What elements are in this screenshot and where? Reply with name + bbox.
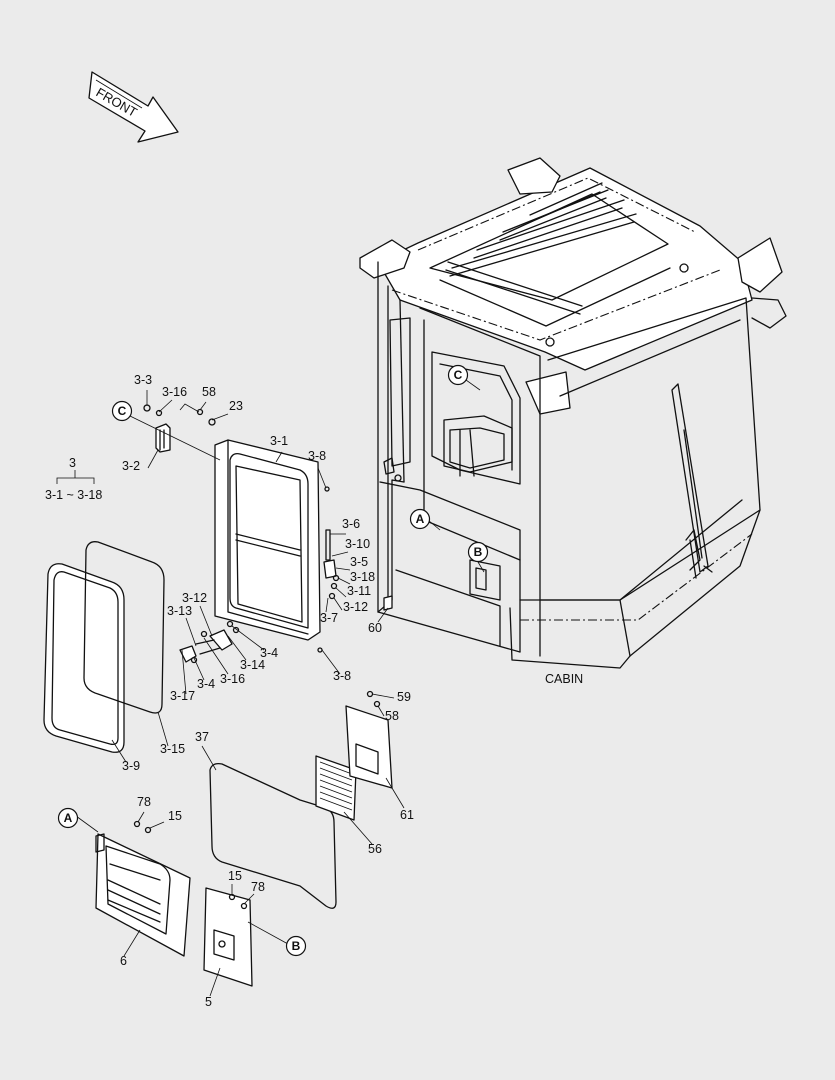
callout-15b: 15 xyxy=(228,869,242,883)
callout-56: 56 xyxy=(368,842,382,856)
cabin-door-3-1 xyxy=(214,439,330,653)
filter-56 xyxy=(315,755,357,821)
callout-3-5: 3-5 xyxy=(350,555,368,569)
callout-3-14: 3-14 xyxy=(240,658,265,672)
callout-6: 6 xyxy=(120,954,127,968)
callout-15a: 15 xyxy=(168,809,182,823)
reference-circles: C C A B A B xyxy=(57,364,489,957)
ref-circle-letter: C xyxy=(118,404,127,418)
ref-circle-letter: B xyxy=(474,545,483,559)
callout-5: 5 xyxy=(205,995,212,1009)
hinge-3-2 xyxy=(143,404,216,453)
callout-3-17: 3-17 xyxy=(170,689,195,703)
seal-37 xyxy=(209,762,337,909)
callout-23: 23 xyxy=(229,399,243,413)
callout-58b: 58 xyxy=(385,709,399,723)
callout-3-8b: 3-8 xyxy=(333,669,351,683)
panel-6 xyxy=(95,820,191,957)
callout-3-16a: 3-16 xyxy=(162,385,187,399)
callout-3-1: 3-1 xyxy=(270,434,288,448)
callout-37: 37 xyxy=(195,730,209,744)
group-range-label: 3-1 ~ 3-18 xyxy=(45,488,102,502)
callout-3-4b: 3-4 xyxy=(197,677,215,691)
callout-3-9: 3-9 xyxy=(122,759,140,773)
callout-61: 61 xyxy=(400,808,414,822)
group-label: 3 xyxy=(69,456,76,470)
callout-3-11: 3-11 xyxy=(347,584,371,598)
ref-circle-letter: C xyxy=(454,368,463,382)
ref-circle-shape xyxy=(409,508,431,530)
ref-circle-shape xyxy=(467,541,489,563)
callout-78a: 78 xyxy=(137,795,151,809)
callout-3-18: 3-18 xyxy=(350,570,375,584)
panel-5 xyxy=(203,887,253,987)
callout-3-16b: 3-16 xyxy=(220,672,245,686)
ref-circle-letter: B xyxy=(292,939,301,953)
callout-3-6: 3-6 xyxy=(342,517,360,531)
callout-3-8a: 3-8 xyxy=(308,449,326,463)
callout-78b: 78 xyxy=(251,880,265,894)
callout-3-3: 3-3 xyxy=(134,373,152,387)
callout-3-4a: 3-4 xyxy=(260,646,278,660)
callout-3-13: 3-13 xyxy=(167,604,192,618)
ref-circle-C2: C xyxy=(447,364,469,386)
ref-circle-letter: A xyxy=(416,512,425,526)
callout-3-10: 3-10 xyxy=(345,537,370,551)
callout-58a: 58 xyxy=(202,385,216,399)
ref-circle-A1: A xyxy=(409,508,431,530)
callout-3-15: 3-15 xyxy=(160,742,185,756)
ref-circle-B2: B xyxy=(285,935,307,957)
callout-3-12b: 3-12 xyxy=(182,591,207,605)
ref-circle-B1: B xyxy=(467,541,489,563)
callout-labels: 3-3 3-16 58 23 3-2 3-1 3-8 3-6 3-10 3-53-183-11 3-… xyxy=(120,373,414,1009)
ref-circle-A2: A xyxy=(57,807,79,829)
callout-3-2: 3-2 xyxy=(122,459,140,473)
callout-59: 59 xyxy=(397,690,411,704)
ref-circle-letter: A xyxy=(64,811,73,825)
cabin-label: CABIN xyxy=(545,672,583,686)
front-arrow: FRONT xyxy=(88,71,179,143)
ref-circle-C1: C xyxy=(111,400,133,422)
callout-60: 60 xyxy=(368,621,382,635)
ref-circle-shape xyxy=(57,807,79,829)
striker-assembly xyxy=(323,529,393,611)
cover-61 xyxy=(345,690,393,789)
ref-circle-shape xyxy=(111,400,133,422)
cabin-body xyxy=(359,157,787,669)
leader-lines xyxy=(75,379,485,997)
ref-circle-shape xyxy=(285,935,307,957)
seal-3-15 xyxy=(83,541,165,714)
latch-assembly xyxy=(179,620,240,664)
callout-3-7: 3-7 xyxy=(320,611,338,625)
ref-circle-shape xyxy=(447,364,469,386)
callout-3-12a: 3-12 xyxy=(343,600,368,614)
